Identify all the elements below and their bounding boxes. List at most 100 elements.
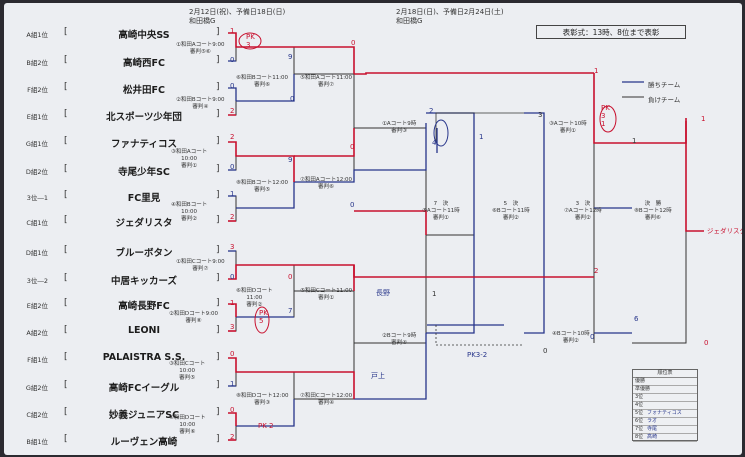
team-seed: B組1位 (26, 438, 48, 446)
match-line: 10:00 (179, 368, 196, 374)
match-line: 審判⑦ (318, 82, 334, 88)
match-line: ④和田Dコート (169, 415, 206, 421)
match-line: ①Aコート9時 (382, 121, 417, 127)
round2-date: 2月18日(日)、予備日2月24日(土) (396, 8, 504, 16)
bracket-open: [ (64, 380, 68, 390)
team-row: B組2位[高崎西FC] (4, 55, 234, 69)
team-seed: E組2位 (26, 302, 48, 310)
match-line: 審判⑤⑥ (189, 49, 211, 55)
bracket-open: [ (64, 325, 68, 335)
match-line: ②和田Dコート9:00 (169, 311, 219, 317)
team-row: B組1位[ルーヴェン高崎] (4, 434, 234, 448)
qf-score: 0 (350, 201, 355, 209)
team-row: D組2位[寺尾少年SC] (4, 164, 234, 178)
round1-score: 0 (230, 163, 235, 171)
team-seed: D組2位 (25, 168, 48, 176)
match-line: 審判① (181, 163, 198, 169)
match-line: ⑤和田Aコート11:00 (300, 75, 353, 81)
bracket-open: [ (64, 407, 68, 417)
match-line: 審判③ (391, 128, 408, 134)
bracket-open: [ (64, 215, 68, 225)
match-line: 審判② (574, 215, 591, 221)
match-info-sf1: ③Aコート10時審判① (549, 121, 587, 135)
match-line: 審判② (562, 338, 579, 344)
bracket-close: ] (216, 190, 220, 200)
match-line: ②和田Bコート9:00 (176, 97, 225, 103)
match-line: 審判⑥ (254, 82, 270, 88)
team-row: G組2位[高崎FCイーグル] (4, 380, 234, 394)
team-seed: F組2位 (27, 86, 48, 94)
sf-score: 4 (432, 139, 437, 147)
match-line: 審判① (318, 295, 335, 301)
round1-score: 3 (230, 323, 235, 331)
bracket-close: ] (216, 407, 220, 417)
bracket-open: [ (64, 27, 68, 37)
final-score: 0 (704, 339, 709, 347)
match-line: ⑧和田Dコート12:00 (236, 393, 289, 399)
team-row: A組2位[LEONI] (4, 325, 234, 339)
ranking-place: 8位 (635, 434, 644, 440)
round1-score: 3 (230, 243, 235, 251)
round1-score: 0 (230, 273, 235, 281)
round1-score: 1 (230, 190, 235, 198)
team-seed: C組1位 (26, 219, 48, 227)
match-line: 審判⑤ (179, 375, 196, 381)
team-row: F組2位[松井田FC] (4, 82, 234, 96)
match-line: ⑦和田Cコート12:00 (300, 393, 353, 399)
round1-score: 1 (230, 380, 235, 388)
sf-score: 1 (432, 290, 437, 298)
final-score: 0 (590, 333, 595, 341)
ranking-row: 4位 (633, 402, 697, 410)
round1-date: 2月12日(祝)、予備日18日(日) (189, 8, 286, 16)
match-line: 審判⑥ (179, 429, 196, 435)
round1-score: 2 (230, 213, 235, 221)
ranking-place: 5位 (635, 410, 644, 416)
qf-score: 7 (288, 307, 293, 315)
bracket-close: ] (216, 352, 220, 362)
hand-note: 長野 (376, 289, 390, 297)
match-line: 11:00 (246, 295, 263, 301)
team-name: ルーヴェン高崎 (110, 437, 178, 448)
qf-score: 9 (288, 53, 293, 61)
match-line: 審判② (181, 216, 198, 222)
match-info-s1: ①Aコート9時審判③ (382, 121, 416, 135)
team-row: 3位―1[FC里見] (4, 190, 234, 204)
ceremony-note: 表彰式：13時、8位まで表彰 (536, 25, 686, 39)
bracket-close: ] (216, 298, 220, 308)
bracket-open: [ (64, 298, 68, 308)
bracket-open: [ (64, 136, 68, 146)
match-line: ⑧和田Bコート12:00 (236, 180, 289, 186)
team-row: E組2位[高崎長野FC] (4, 298, 234, 312)
bracket-close: ] (216, 27, 220, 37)
team-seed: G組2位 (25, 384, 48, 392)
sf-score: 2 (429, 107, 434, 115)
match-line: 7 決 (433, 201, 449, 207)
match-line: ③Aコート10時 (549, 121, 587, 127)
bracket-open: [ (64, 82, 68, 92)
round1-score: 0 (230, 406, 235, 414)
match-line: 審判⑦ (192, 266, 209, 272)
round1-score: 1 (230, 27, 235, 35)
round1-score: 0 (230, 56, 235, 64)
hand-note: 戸上 (371, 372, 385, 380)
match-line: 5 決 (503, 201, 519, 207)
match-line: ②Bコート9時 (382, 333, 417, 339)
match-line: ⑥Bコート11時 (492, 208, 530, 214)
match-line: 10:00 (179, 422, 196, 428)
qf-score: 0 (351, 39, 356, 47)
team-row: A組1位[高崎中央SS] (4, 27, 234, 41)
team-name: 高崎西FC (123, 58, 165, 69)
ranking-row: 優勝 (633, 378, 697, 386)
sf-score: 1 (594, 67, 599, 75)
match-line: 審判⑥ (318, 184, 334, 190)
